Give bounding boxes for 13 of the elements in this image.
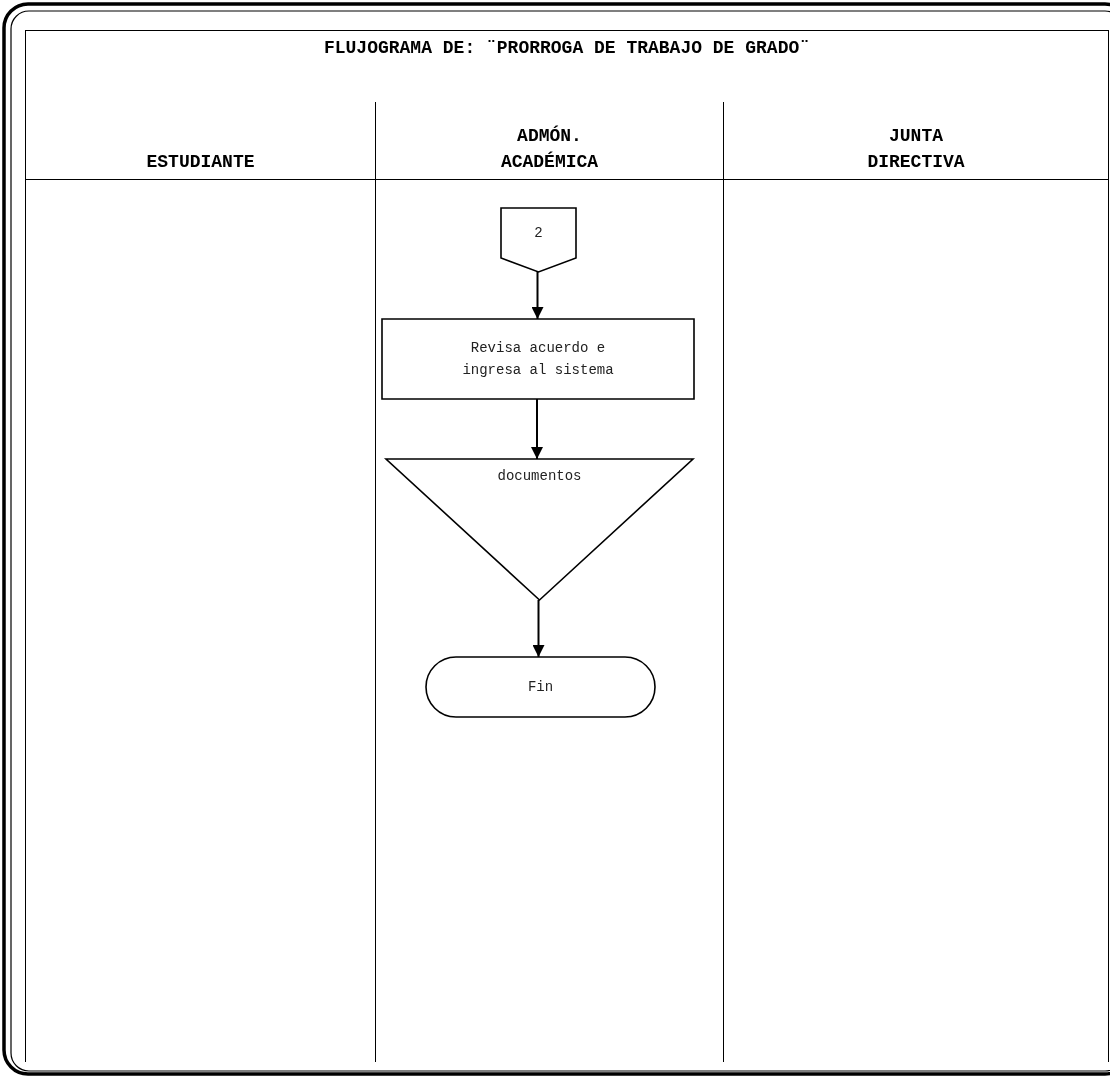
diagram-title: FLUJOGRAMA DE: ¨PRORROGA DE TRABAJO DE GRADO¨: [323, 37, 811, 60]
lane-header: ADMÓN. ACADÉMICA: [499, 124, 600, 174]
node-label: 2: [534, 224, 543, 243]
node-label: documentos: [497, 467, 582, 486]
swimlane: [723, 102, 1109, 1062]
swimlane: [25, 102, 376, 1062]
lane-header: JUNTA DIRECTIVA: [866, 125, 966, 174]
arrow: [531, 271, 544, 320]
node-label: Revisa acuerdo e ingresa al sistema: [461, 339, 615, 380]
lane-header: ESTUDIANTE: [146, 151, 255, 174]
arrow: [531, 398, 543, 460]
node-label: Fin: [527, 678, 554, 697]
arrow: [532, 599, 545, 658]
